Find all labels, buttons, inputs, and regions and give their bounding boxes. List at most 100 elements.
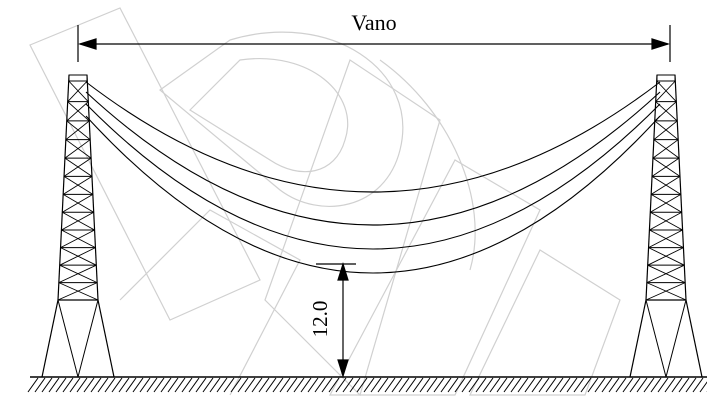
ground-hatch-mark xyxy=(181,377,193,393)
clearance-dimension xyxy=(316,261,356,379)
ground-hatch-mark xyxy=(384,377,396,393)
ground-hatch-mark xyxy=(692,377,704,393)
tower-brace xyxy=(653,139,680,159)
tower-brace xyxy=(65,139,92,159)
tower-brace xyxy=(62,193,94,213)
ground-hatch-mark xyxy=(300,377,312,393)
ground-hatch-mark xyxy=(356,377,368,393)
ground-hatch-mark xyxy=(41,377,53,393)
ground-hatch-mark xyxy=(552,377,564,393)
clearance-label: 12.0 xyxy=(308,301,332,338)
ground-hatch-mark xyxy=(223,377,235,393)
ground-hatch-mark xyxy=(461,377,473,393)
ground-hatch-mark xyxy=(90,377,102,393)
tower-cap xyxy=(656,74,676,82)
ground-hatch-mark xyxy=(125,377,137,393)
ground-hatch-mark xyxy=(363,377,375,393)
ground-hatch-mark xyxy=(489,377,501,393)
tower-brace xyxy=(647,247,684,266)
ground-hatch-mark xyxy=(685,377,697,393)
ground-hatch-mark xyxy=(573,377,585,393)
clearance-arrow-bottom xyxy=(337,359,349,379)
ground-hatch-mark xyxy=(146,377,158,393)
tower-base-leg xyxy=(629,299,647,378)
ground-hatch-mark xyxy=(426,377,438,393)
ground-hatch-mark xyxy=(132,377,144,393)
tower-brace xyxy=(648,229,683,249)
ground-hatch-mark xyxy=(559,377,571,393)
ground-hatch-mark xyxy=(328,377,340,393)
ground-hatch-mark xyxy=(307,377,319,393)
span-arrow-left xyxy=(77,38,97,50)
ground-hatch-mark xyxy=(475,377,487,393)
ground-hatch-mark xyxy=(405,377,417,393)
tower-brace xyxy=(58,264,97,284)
ground-hatch-mark xyxy=(377,377,389,393)
conductor-line xyxy=(85,91,661,226)
ground-hatch-mark xyxy=(398,377,410,393)
ground-hatch-mark xyxy=(104,377,116,393)
ground-hatch-mark xyxy=(468,377,480,393)
ground-hatch-mark xyxy=(195,377,207,393)
tower-brace xyxy=(656,80,677,102)
span-label: Vano xyxy=(351,10,396,35)
ground-hatch-mark xyxy=(335,377,347,393)
ground-hatch-mark xyxy=(447,377,459,393)
tower-base-brace xyxy=(665,299,687,378)
ground-hatch-mark xyxy=(524,377,536,393)
ground-hatch-mark xyxy=(34,377,46,393)
tower-leg xyxy=(57,74,70,301)
ground-hatch-mark xyxy=(188,377,200,393)
ground-hatch-mark xyxy=(111,377,123,393)
ground-hatch-mark xyxy=(622,377,634,393)
ground-hatch-mark xyxy=(167,377,179,393)
tower-brace xyxy=(645,282,686,301)
ground-hatch-mark xyxy=(62,377,74,393)
ground-hatch-mark xyxy=(629,377,641,393)
ground-hatch-mark xyxy=(321,377,333,393)
tower-brace xyxy=(652,157,681,177)
ground-hatch-mark xyxy=(48,377,60,393)
tower-brace xyxy=(59,247,96,266)
tower-brace xyxy=(654,120,679,141)
ground-hatch-mark xyxy=(419,377,431,393)
ground-hatch-mark xyxy=(517,377,529,393)
ground-hatch-mark xyxy=(279,377,291,393)
tower-brace xyxy=(63,157,92,177)
left-tower xyxy=(41,74,115,378)
tower-brace xyxy=(651,157,680,177)
ground-hatch-mark xyxy=(699,381,707,393)
ground-hatch-mark xyxy=(265,377,277,393)
ground-hatch xyxy=(27,376,707,393)
tower-brace xyxy=(650,193,682,213)
ground-hatch-mark xyxy=(342,377,354,393)
ground-hatch-mark xyxy=(601,377,613,393)
span-arrow-right xyxy=(651,38,671,50)
ground-hatch-mark xyxy=(209,377,221,393)
ground-hatch-mark xyxy=(139,377,151,393)
ground-hatch-mark xyxy=(608,377,620,393)
ground-hatch-mark xyxy=(83,377,95,393)
ground-hatch-mark xyxy=(587,377,599,393)
ground-hatch-mark xyxy=(55,377,67,393)
ground-hatch-mark xyxy=(230,377,242,393)
ground-hatch-mark xyxy=(657,377,669,393)
ground-hatch-mark xyxy=(286,377,298,393)
ground-hatch-mark xyxy=(69,377,81,393)
clearance-arrow-top xyxy=(337,261,349,281)
ground-hatch-mark xyxy=(244,377,256,393)
ground-hatch-mark xyxy=(97,377,109,393)
ground-hatch-mark xyxy=(412,377,424,393)
conductor-group xyxy=(85,81,661,274)
tower-base-brace xyxy=(645,299,667,378)
tower-brace xyxy=(57,282,98,301)
ground-hatch-mark xyxy=(272,377,284,393)
ground-hatch-mark xyxy=(615,377,627,393)
ground-hatch-mark xyxy=(76,377,88,393)
ground-hatch-mark xyxy=(237,377,249,393)
ground-hatch-mark xyxy=(650,377,662,393)
ground-hatch-mark xyxy=(545,377,557,393)
ground-hatch-mark xyxy=(664,377,676,393)
